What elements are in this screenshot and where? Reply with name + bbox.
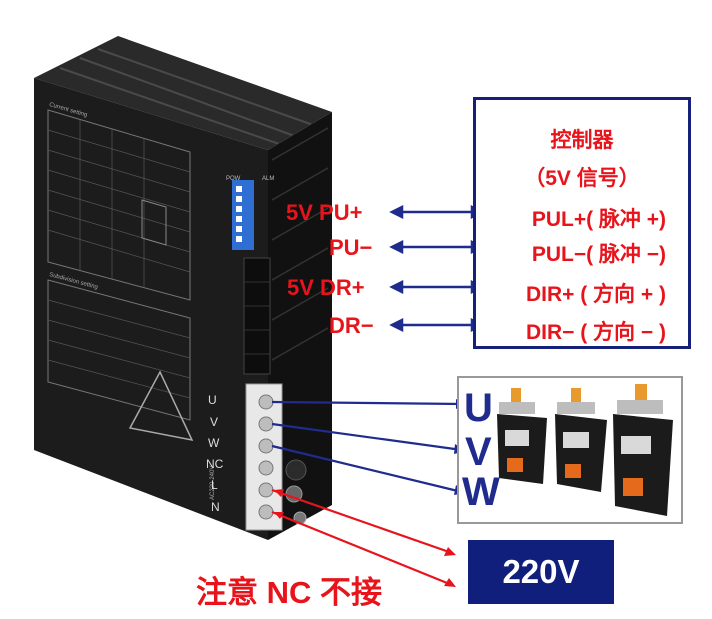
controller-title: 控制器: [550, 129, 614, 152]
terminal-u: U: [208, 393, 217, 407]
phase-w-label: W: [462, 470, 500, 514]
nc-warning-note: 注意 NC 不接: [196, 575, 382, 610]
terminal-n: N: [211, 500, 220, 514]
controller-line-dir-minus: DIR− ( 方向 − ): [525, 321, 666, 344]
power-220v-box: 220V: [468, 540, 614, 604]
controller-line-dir-plus: DIR+ ( 方向 + ): [525, 283, 666, 306]
phase-u-label: U: [464, 386, 493, 430]
terminal-w: W: [208, 436, 220, 450]
motors-photo: [457, 376, 683, 524]
servo-motors-image: [497, 384, 673, 516]
phase-v-label: V: [465, 430, 492, 474]
terminal-nc: NC: [206, 457, 224, 471]
terminal-v: V: [210, 415, 219, 429]
controller-subtitle: （5V 信号）: [524, 167, 640, 190]
controller-line-pul-minus: PUL−( 脉冲 −): [531, 243, 666, 266]
driver-label-pu-plus: 5V PU+: [286, 200, 363, 225]
pow-label: POW: [226, 176, 241, 182]
driver-label-dr-plus: 5V DR+: [287, 275, 365, 300]
driver-label-pu-minus: PU−: [329, 235, 373, 260]
alm-label: ALM: [262, 176, 275, 182]
driver-label-dr-minus: DR−: [329, 313, 374, 338]
controller-box: 控制器 （5V 信号） PUL+( 脉冲 +) PUL−( 脉冲 −) DIR+…: [473, 97, 691, 349]
terminal-l: L: [211, 478, 218, 492]
controller-line-pul-plus: PUL+( 脉冲 +): [531, 208, 666, 231]
